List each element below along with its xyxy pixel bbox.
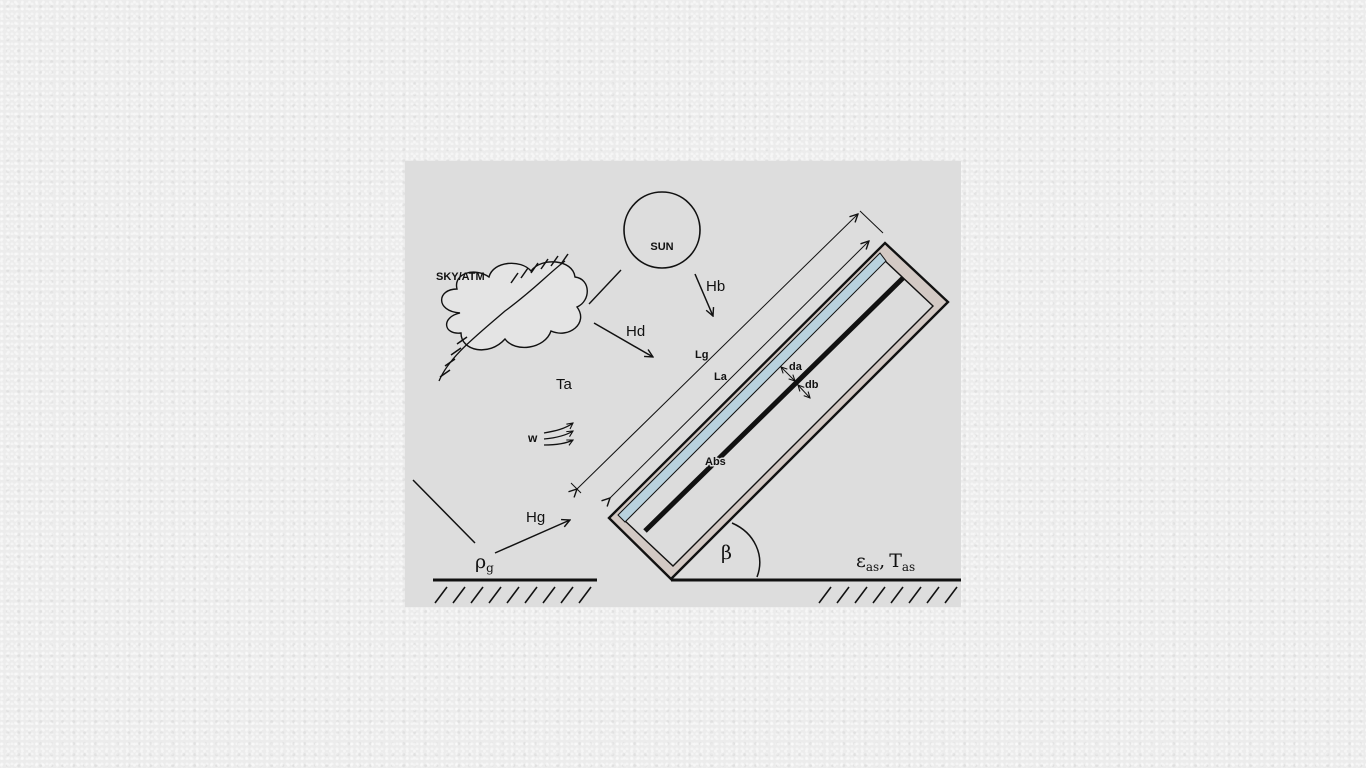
tilt-angle-arc — [731, 522, 761, 578]
sun-cloud-line — [588, 269, 622, 305]
beta-label: β — [721, 542, 732, 564]
sun-icon: SUN — [623, 191, 701, 269]
wind-icon — [543, 423, 573, 445]
db-label: db — [805, 379, 819, 391]
ground-radiation-arrow — [494, 520, 570, 554]
la-label: La — [714, 371, 728, 383]
sun-label: SUN — [650, 241, 673, 253]
hd-label: Hd — [626, 323, 645, 340]
ground-reflection-line — [412, 479, 476, 544]
sky-atm-label: SKY/ATM — [436, 271, 485, 283]
hg-label: Hg — [526, 509, 545, 526]
rho-g-label: ρg — [475, 551, 494, 575]
hb-label: Hb — [706, 278, 725, 295]
diagram-panel: SUN SKY/AT — [405, 161, 961, 607]
ground-right-hatch — [818, 586, 958, 604]
wind-label: w — [527, 431, 538, 445]
abs-label: Abs — [705, 456, 726, 468]
da-label: da — [789, 361, 803, 373]
absorber-plate — [643, 276, 905, 533]
ground-left-hatch — [434, 586, 592, 604]
surround-label: εas,Tas — [856, 550, 915, 574]
ta-label: Ta — [556, 376, 573, 393]
lg-label: Lg — [695, 349, 708, 361]
absorber-length-dimension — [610, 241, 869, 498]
collector-diagram: SUN SKY/AT — [412, 191, 961, 604]
collector-cavity — [621, 258, 935, 567]
